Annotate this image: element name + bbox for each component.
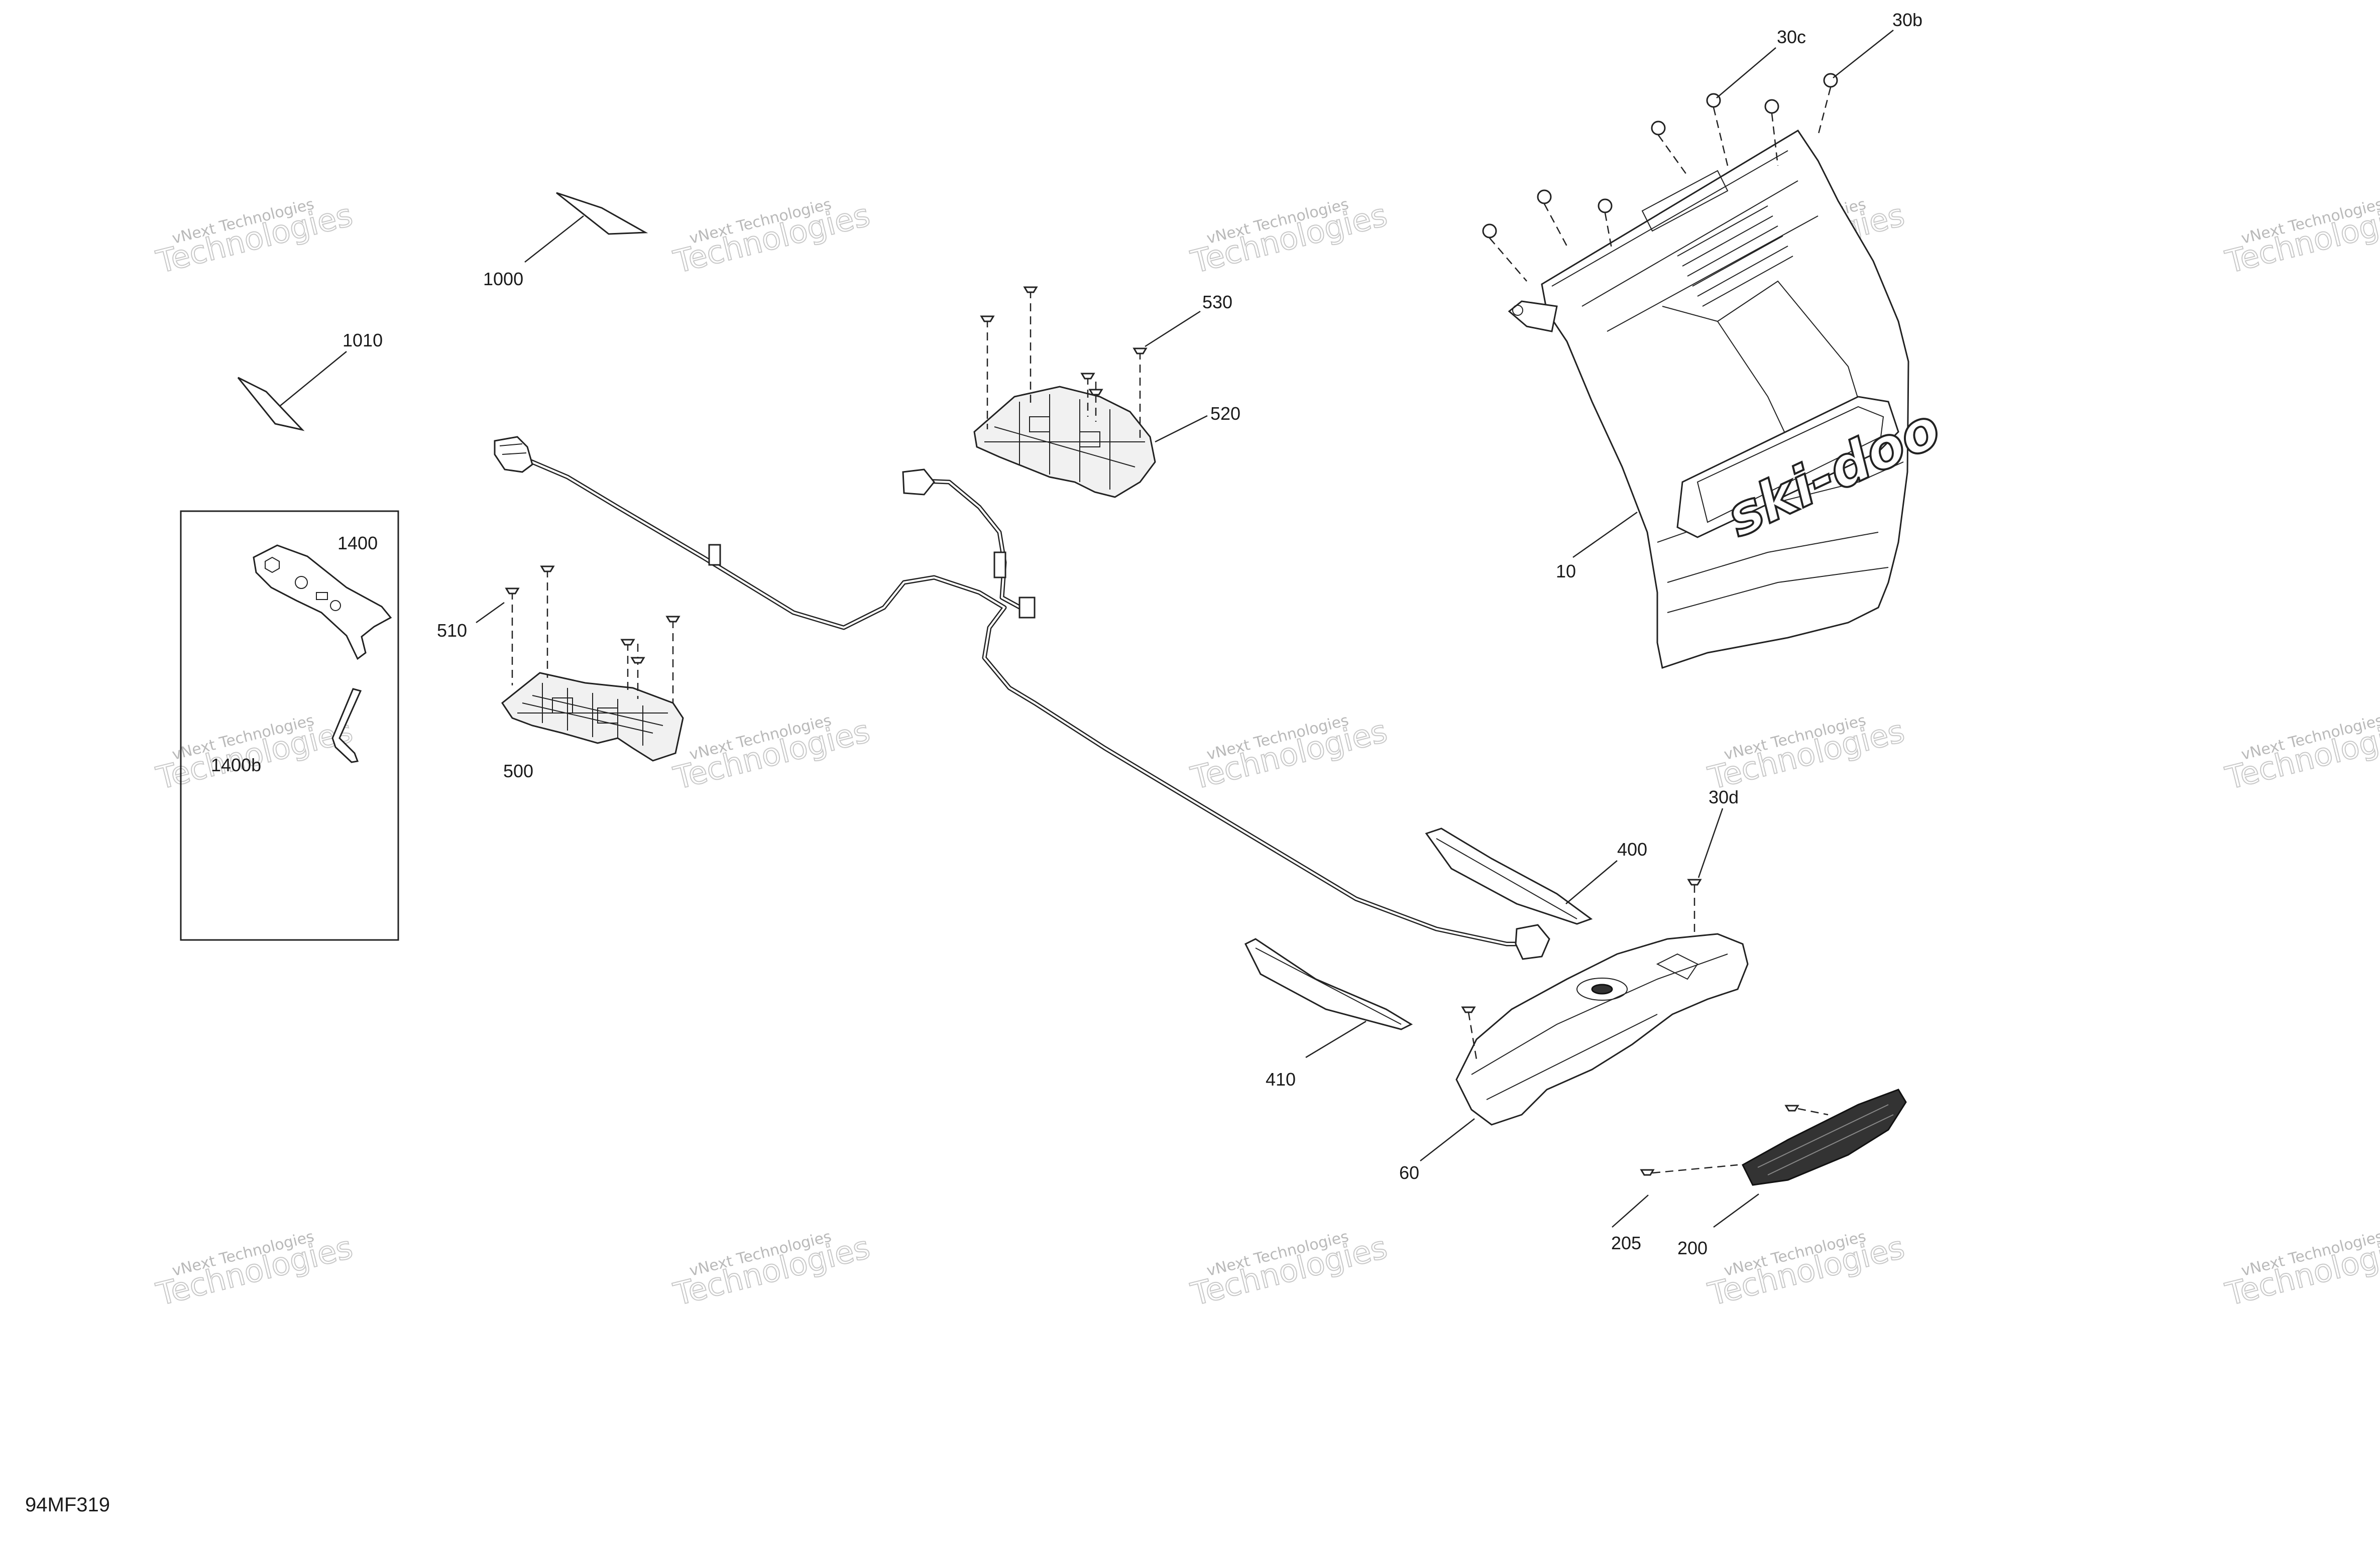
callout-400: 400	[1617, 839, 1647, 860]
part-205-screws[interactable]	[1640, 1105, 1829, 1176]
callout-1400b: 1400b	[211, 755, 261, 775]
part-520-bracket[interactable]	[973, 386, 1156, 498]
callout-530: 530	[1202, 292, 1232, 312]
callout-205: 205	[1611, 1233, 1641, 1253]
callout-500: 500	[503, 761, 533, 781]
callout-510: 510	[437, 620, 467, 641]
leader-10	[1572, 511, 1638, 558]
leader-510	[476, 602, 505, 624]
wiring-harness[interactable]	[494, 436, 1550, 960]
callout-10: 10	[1556, 561, 1576, 581]
leader-30c	[1716, 47, 1776, 98]
part-1400b-hex-key[interactable]	[331, 688, 362, 763]
callout-520: 520	[1210, 403, 1240, 424]
part-410-lens[interactable]	[1244, 938, 1413, 1030]
part-30d-screws[interactable]	[1461, 879, 1702, 1060]
leader-205	[1612, 1195, 1649, 1228]
leader-60	[1420, 1118, 1475, 1161]
callout-30b: 30b	[1892, 10, 1922, 30]
tool-kit-box	[180, 510, 399, 941]
callout-60: 60	[1399, 1162, 1419, 1183]
part-200-light-bar[interactable]	[1742, 1089, 1907, 1186]
callout-200: 200	[1677, 1238, 1708, 1258]
callout-410: 410	[1266, 1069, 1296, 1090]
part-400-lens[interactable]	[1425, 827, 1593, 925]
leader-400	[1565, 860, 1618, 904]
leader-1010	[280, 351, 347, 406]
leader-410	[1305, 1020, 1367, 1058]
part-1000-decal[interactable]	[556, 192, 648, 235]
part-1400-wrench[interactable]	[253, 544, 392, 660]
diagram-code: 94MF319	[25, 1494, 110, 1516]
part-530-screws[interactable]	[980, 286, 1148, 442]
leader-1000	[524, 215, 584, 263]
part-1010-decal[interactable]	[237, 377, 305, 431]
leader-200	[1713, 1193, 1759, 1228]
callout-1000: 1000	[483, 269, 523, 289]
leader-520	[1155, 415, 1208, 443]
part-510-screws[interactable]	[505, 565, 681, 703]
leader-30d	[1697, 808, 1724, 878]
part-500-bracket[interactable]	[501, 672, 684, 762]
callout-1400: 1400	[337, 533, 378, 553]
callout-30d: 30d	[1709, 787, 1739, 807]
callout-30c: 30c	[1777, 27, 1806, 47]
callout-1010: 1010	[343, 330, 383, 350]
part-60-headlight[interactable]	[1455, 933, 1749, 1126]
leader-30b	[1833, 30, 1894, 78]
leader-530	[1145, 310, 1201, 347]
